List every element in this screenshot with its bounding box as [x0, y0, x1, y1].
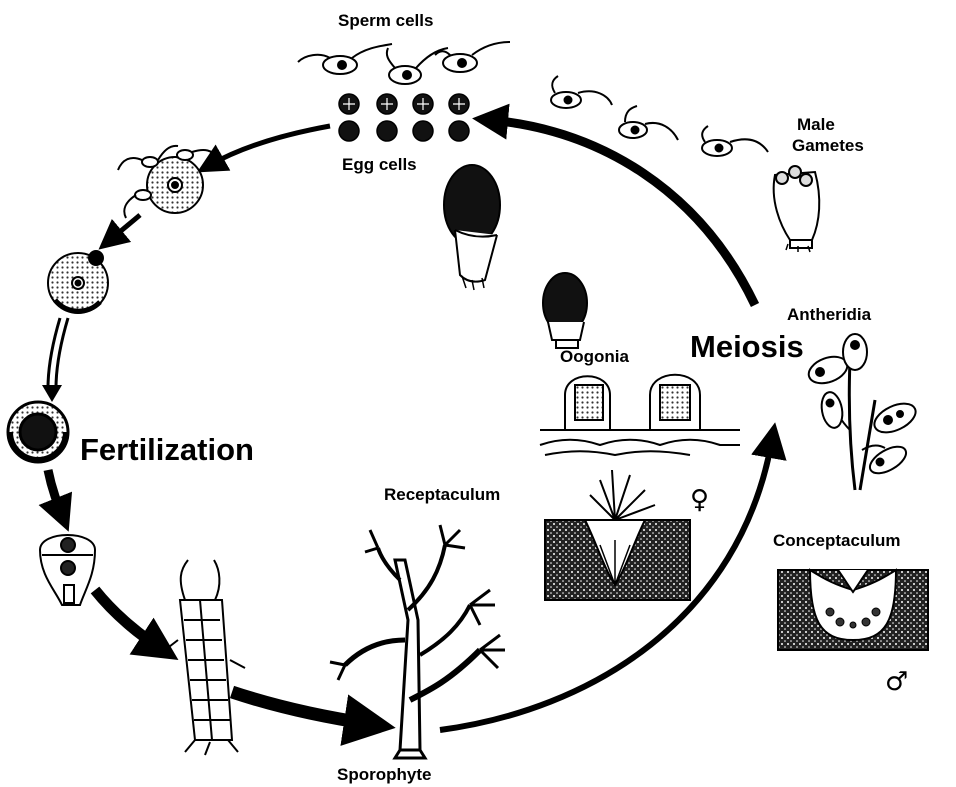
label-male-gametes-line2: Gametes: [792, 136, 864, 155]
label-receptaculum: Receptaculum: [384, 485, 500, 504]
egg-to-fertilizing-arrow: [210, 126, 330, 165]
arrow-to-two-cell: [48, 470, 62, 515]
arrow-to-sporophyte: [232, 692, 370, 724]
egg-cells-grid: [339, 94, 469, 141]
label-fertilization: Fertilization: [80, 432, 254, 467]
label-sporophyte: Sporophyte: [337, 765, 431, 784]
oogonium-release: [444, 165, 500, 290]
male-gametes-group: [551, 76, 819, 252]
male-symbol: ♂: [885, 667, 908, 697]
oogonium-single: [543, 273, 587, 348]
label-egg-cells: Egg cells: [342, 155, 417, 174]
oogonia-tissue: [540, 375, 740, 455]
fertilizing-egg: [118, 146, 218, 218]
label-oogonia: Oogonia: [560, 347, 629, 366]
embryo-sphere: [8, 402, 68, 462]
label-meiosis: Meiosis: [690, 329, 804, 364]
zygote-forming: [48, 251, 108, 313]
sperm-cells-group: [298, 42, 510, 84]
label-male-gametes-line1: Male: [797, 115, 835, 134]
arrow-to-zygote: [110, 215, 140, 240]
label-sperm-cells: Sperm cells: [338, 11, 433, 30]
conceptaculum-section: [778, 570, 928, 650]
label-male-gametes: Male Gametes: [792, 115, 864, 155]
germling: [165, 560, 245, 755]
receptaculum-section: [545, 470, 690, 600]
two-cell-embryo: [40, 535, 95, 605]
label-conceptaculum: Conceptaculum: [773, 531, 901, 550]
double-arrow-head: [42, 385, 62, 402]
antheridia-branch: [805, 334, 920, 490]
arrow-to-germling: [95, 590, 160, 648]
female-symbol: ♀: [690, 485, 709, 515]
label-antheridia: Antheridia: [787, 305, 872, 324]
